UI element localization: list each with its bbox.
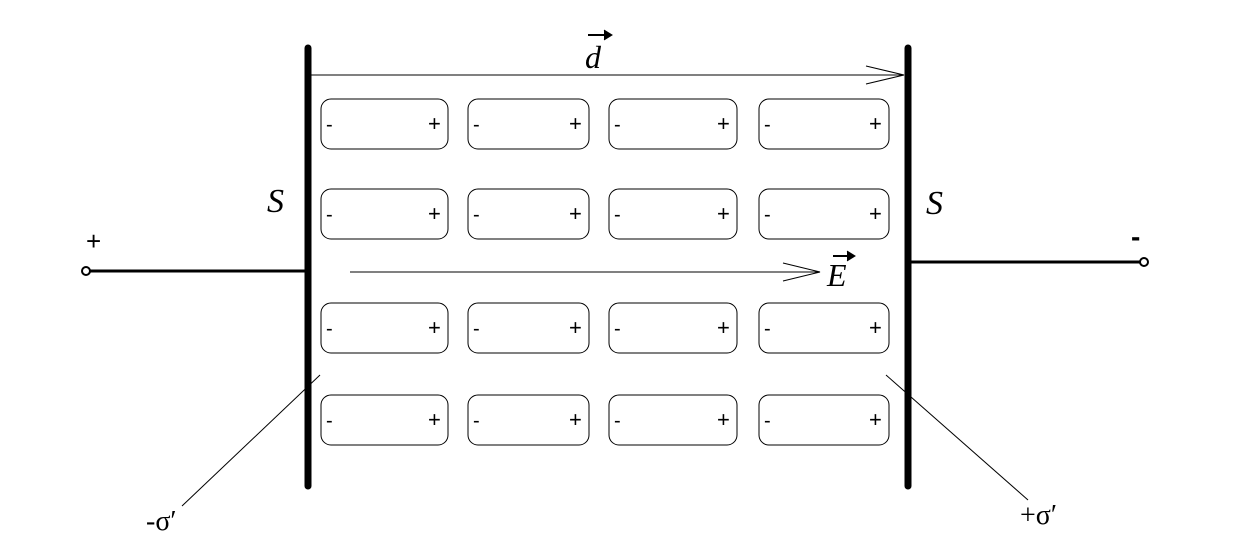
dipole-positive-sign: + (717, 407, 730, 432)
right-terminal (1139, 257, 1149, 267)
s-label-right: S (926, 185, 943, 222)
dipole-box (467, 98, 590, 150)
dipole-positive-sign: + (428, 111, 441, 136)
minus-terminal-sign: - (1131, 221, 1140, 252)
dipole-1-4: -+ (758, 98, 890, 150)
dipole-1-2: -+ (467, 98, 590, 150)
dipole-positive-sign: + (869, 201, 882, 226)
dipole-positive-sign: + (428, 407, 441, 432)
e-vector-bar-head (846, 250, 856, 262)
dipole-negative-sign: - (614, 318, 621, 340)
sigma-right-leader (885, 374, 1029, 501)
dipole-box (467, 302, 590, 354)
dipole-box (608, 188, 738, 240)
dipole-1-3: -+ (608, 98, 738, 150)
dipole-negative-sign: - (473, 318, 480, 340)
dipole-negative-sign: - (326, 114, 333, 136)
d-label: d (585, 39, 602, 75)
dipole-box (320, 98, 449, 150)
dipole-negative-sign: - (764, 204, 771, 226)
plus-terminal-sign: + (86, 226, 101, 256)
e-label: E (826, 257, 847, 293)
dipole-positive-sign: + (869, 315, 882, 340)
dipole-negative-sign: - (473, 204, 480, 226)
dipole-positive-sign: + (428, 201, 441, 226)
dipole-negative-sign: - (614, 204, 621, 226)
dipole-2-3: -+ (608, 188, 738, 240)
dipole-4-1: -+ (320, 394, 449, 446)
dipole-negative-sign: - (764, 318, 771, 340)
d-vector-bar-head (603, 29, 613, 41)
dipole-negative-sign: - (473, 410, 480, 432)
dipole-4-3: -+ (608, 394, 738, 446)
dipole-3-3: -+ (608, 302, 738, 354)
dipole-box (320, 394, 449, 446)
dipole-positive-sign: + (869, 111, 882, 136)
dipole-positive-sign: + (569, 111, 582, 136)
dipole-positive-sign: + (717, 201, 730, 226)
dipole-negative-sign: - (326, 204, 333, 226)
dipole-box (758, 98, 890, 150)
dipole-negative-sign: - (614, 114, 621, 136)
s-label-left: S (267, 183, 284, 220)
dipole-box (758, 394, 890, 446)
dipole-3-1: -+ (320, 302, 449, 354)
sigma-left-leader (181, 374, 321, 507)
dipole-negative-sign: - (614, 410, 621, 432)
dipole-negative-sign: - (326, 318, 333, 340)
dipole-negative-sign: - (473, 114, 480, 136)
sigma-left-label: -σ′ (146, 506, 177, 537)
dipole-positive-sign: + (569, 315, 582, 340)
dipole-3-2: -+ (467, 302, 590, 354)
dipole-box (320, 188, 449, 240)
dipole-box (608, 302, 738, 354)
dipole-positive-sign: + (717, 111, 730, 136)
dipole-3-4: -+ (758, 302, 890, 354)
dipole-box (467, 188, 590, 240)
dipole-negative-sign: - (764, 410, 771, 432)
dipole-positive-sign: + (569, 201, 582, 226)
dipole-positive-sign: + (428, 315, 441, 340)
left-terminal (81, 266, 91, 276)
dipole-4-4: -+ (758, 394, 890, 446)
dipole-box (320, 302, 449, 354)
dipole-2-1: -+ (320, 188, 449, 240)
dipole-2-2: -+ (467, 188, 590, 240)
dipole-positive-sign: + (569, 407, 582, 432)
dipole-box (758, 188, 890, 240)
dipole-1-1: -+ (320, 98, 449, 150)
dipole-box (608, 98, 738, 150)
sigma-right-label: +σ′ (1020, 500, 1057, 531)
dipole-4-2: -+ (467, 394, 590, 446)
dipole-box (467, 394, 590, 446)
dipole-negative-sign: - (326, 410, 333, 432)
d-arrow-head (865, 65, 905, 85)
dipole-2-4: -+ (758, 188, 890, 240)
dipole-grid: -+-+-+-+-+-+-+-+-+-+-+-+-+-+-+-+ (320, 98, 890, 446)
dipole-negative-sign: - (764, 114, 771, 136)
dipole-positive-sign: + (717, 315, 730, 340)
dipole-box (758, 302, 890, 354)
dipole-box (608, 394, 738, 446)
e-arrow-head (782, 262, 821, 282)
dipole-positive-sign: + (869, 407, 882, 432)
